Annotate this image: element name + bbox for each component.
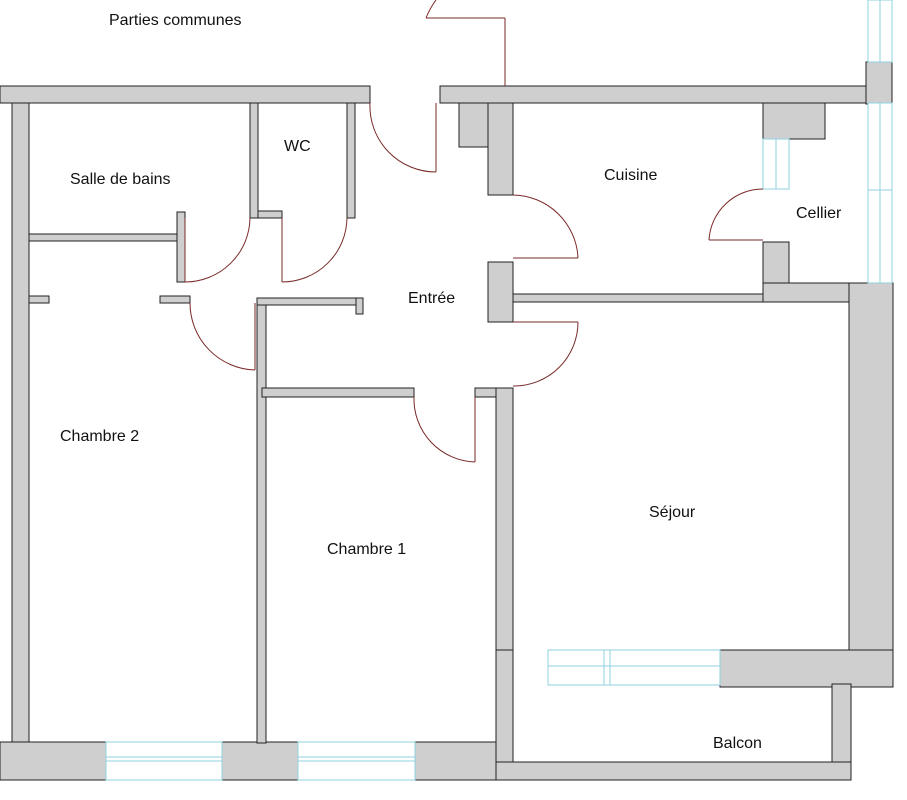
label-kitchen: Cuisine — [604, 167, 657, 184]
label-common-areas: Parties communes — [109, 12, 242, 29]
wall-living-bottom — [719, 649, 894, 688]
door-bedroom-1 — [413, 396, 476, 463]
wall-kitchen-living — [512, 293, 789, 303]
window-bedroom-1 — [297, 741, 416, 781]
walls — [0, 61, 894, 781]
label-bedroom-2: Chambre 2 — [60, 428, 139, 445]
wall-bath-bottom — [28, 233, 180, 242]
label-entrance: Entrée — [408, 290, 455, 307]
window-kitchen-storage — [762, 138, 790, 190]
wall-ch1-top — [261, 387, 415, 398]
label-wc: WC — [284, 138, 311, 155]
label-living-room: Séjour — [649, 504, 696, 521]
wall-right-living — [848, 282, 894, 688]
wall-left-outer — [11, 102, 30, 744]
door-kitchen — [512, 194, 579, 259]
windows — [105, 0, 893, 781]
window-top-right — [867, 0, 893, 63]
doors — [184, 0, 764, 463]
label-bedroom-1: Chambre 1 — [327, 541, 406, 558]
wall-ch2-stub-left — [28, 295, 50, 304]
wall-balcony-bottom — [495, 761, 852, 781]
wall-right-top — [865, 61, 893, 105]
wall-entry-top-return — [355, 297, 364, 315]
label-balcony: Balcon — [713, 735, 762, 752]
wall-entry-top — [256, 297, 364, 306]
wall-ch1-top-post — [474, 387, 500, 398]
wall-bottom-2 — [221, 741, 299, 781]
door-bathroom — [184, 217, 251, 283]
door-entrance — [369, 102, 437, 173]
door-bedroom-2 — [189, 302, 256, 371]
window-bedroom-2 — [105, 741, 223, 781]
window-living-room — [547, 649, 721, 686]
wall-ch2-ch1 — [256, 297, 267, 744]
wall-wc-right — [346, 102, 356, 219]
wall-kitchen-left-mid — [487, 261, 514, 323]
wall-balcony-left — [495, 649, 514, 781]
window-storage-right — [867, 102, 893, 284]
wall-kitchen-left-top — [487, 102, 514, 196]
wall-kitchen-storage-top — [762, 102, 826, 140]
wall-bath-post — [176, 211, 186, 283]
wall-bath-wc — [249, 102, 259, 219]
label-bathroom: Salle de bains — [70, 171, 171, 188]
door-wc — [281, 217, 348, 283]
wall-wc-stub — [257, 210, 283, 219]
door-living-room — [512, 321, 579, 387]
door-storage — [708, 188, 764, 241]
room-labels: Parties communes Salle de bains WC Cuisi… — [60, 12, 842, 752]
wall-top-right — [439, 85, 869, 104]
wall-top-left — [0, 85, 371, 104]
wall-bottom-1 — [0, 741, 107, 781]
door-common-area — [425, 0, 506, 86]
wall-ch2-stub-right — [159, 295, 191, 304]
label-storage: Cellier — [796, 205, 842, 222]
